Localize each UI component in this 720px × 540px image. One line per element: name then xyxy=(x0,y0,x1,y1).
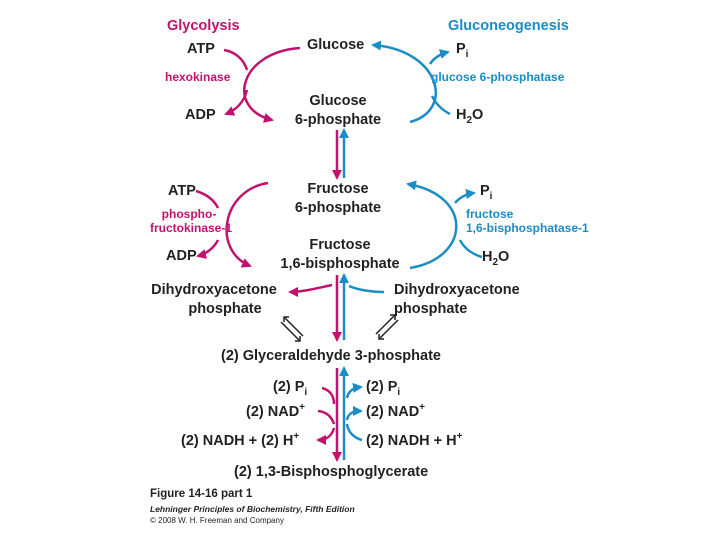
nad-label-right: (2) NAD+ xyxy=(366,402,426,420)
nadh-label-right: (2) NADH + H+ xyxy=(366,431,463,449)
hexokinase-label: hexokinase xyxy=(165,70,231,84)
adp-label-2: ADP xyxy=(166,248,197,264)
g6pase-arrow xyxy=(371,40,437,124)
h2o-label-1: H2O xyxy=(456,107,484,126)
adp-label-1: ADP xyxy=(185,107,216,123)
phosphofructokinase-1-label: phospho- fructokinase-1 xyxy=(150,207,233,235)
pfk1-arrow xyxy=(225,181,269,268)
adp-out-arrow-1 xyxy=(224,89,249,116)
nadh-label-left: (2) NADH + (2) H+ xyxy=(181,431,300,449)
pi-out-arrow-2 xyxy=(454,189,476,204)
atp-label-2: ATP xyxy=(168,183,196,199)
copyright: © 2008 W. H. Freeman and Company xyxy=(150,516,284,525)
fructose-6-phosphate-label: Fructose 6-phosphate xyxy=(294,181,382,216)
pi-label-left: (2) Pi xyxy=(273,379,308,398)
pi-label-2: Pi xyxy=(480,183,493,202)
h2o-in-arrow-1 xyxy=(430,95,451,116)
dhap-right-label: Dihydroxyacetone phosphate xyxy=(394,282,520,317)
tpi-equilibrium-left xyxy=(280,316,304,342)
atp-label-1: ATP xyxy=(187,41,215,57)
dhap-left-label: Dihydroxyacetone phosphate xyxy=(151,282,277,317)
h2o-in-arrow-2 xyxy=(458,239,483,259)
h2o-label-2: H2O xyxy=(482,249,510,268)
figure-number: Figure 14-16 part 1 xyxy=(150,488,253,500)
bisphosphoglycerate-label: (2) 1,3-Bisphosphoglycerate xyxy=(234,464,429,480)
glucose-label: Glucose xyxy=(307,37,365,53)
atp-in-arrow-1 xyxy=(223,48,249,71)
gluconeogenesis-header: Gluconeogenesis xyxy=(448,18,569,34)
hexokinase-arrow xyxy=(243,46,301,123)
tpi-equilibrium-right xyxy=(375,314,399,340)
glyceraldehyde-3-phosphate-label: (2) Glyceraldehyde 3-phosphate xyxy=(221,348,441,364)
glycolysis-header: Glycolysis xyxy=(167,18,240,34)
adp-out-arrow-2 xyxy=(196,239,220,259)
glucose-6-phosphatase-label: glucose 6-phosphatase xyxy=(431,70,565,84)
nad-label-left: (2) NAD+ xyxy=(246,402,306,420)
fructose-1-6-bisphosphatase-1-label: fructose 1,6-bisphosphatase-1 xyxy=(466,207,589,235)
book-title: Lehninger Principles of Biochemistry, Fi… xyxy=(150,504,355,514)
atp-in-arrow-2 xyxy=(195,189,220,209)
glucose-6-phosphate-label: Glucose 6-phosphate xyxy=(294,93,382,128)
pi-out-arrow-1 xyxy=(428,49,450,65)
fructose-1-6-bisphosphate-label: Fructose 1,6-bisphosphate xyxy=(280,237,400,272)
pi-label-1: Pi xyxy=(456,41,469,60)
fbpase1-arrow xyxy=(406,180,458,270)
pi-label-right: (2) Pi xyxy=(366,379,401,398)
